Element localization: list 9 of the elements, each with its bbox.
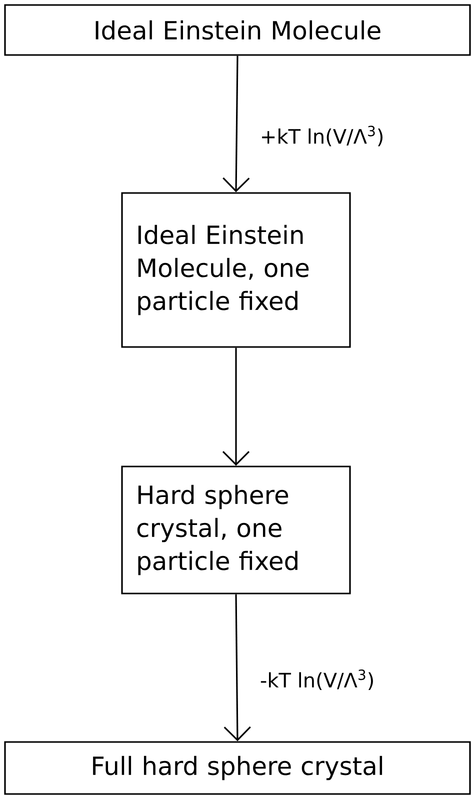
edge-label: -kT ln(V/Λ$^{3}$) (260, 669, 373, 690)
arrow (224, 594, 251, 742)
arrow (222, 348, 250, 466)
process-box: Hard sphere crystal, one particle fixed (121, 466, 351, 594)
process-box: Ideal Einstein Molecule, one particle fixed (121, 192, 351, 348)
arrow (222, 56, 250, 192)
process-box: Ideal Einstein Molecule (4, 4, 471, 56)
process-box: Full hard sphere crystal (4, 741, 471, 795)
edge-label: +kT ln(V/Λ$^{3}$) (262, 126, 382, 146)
